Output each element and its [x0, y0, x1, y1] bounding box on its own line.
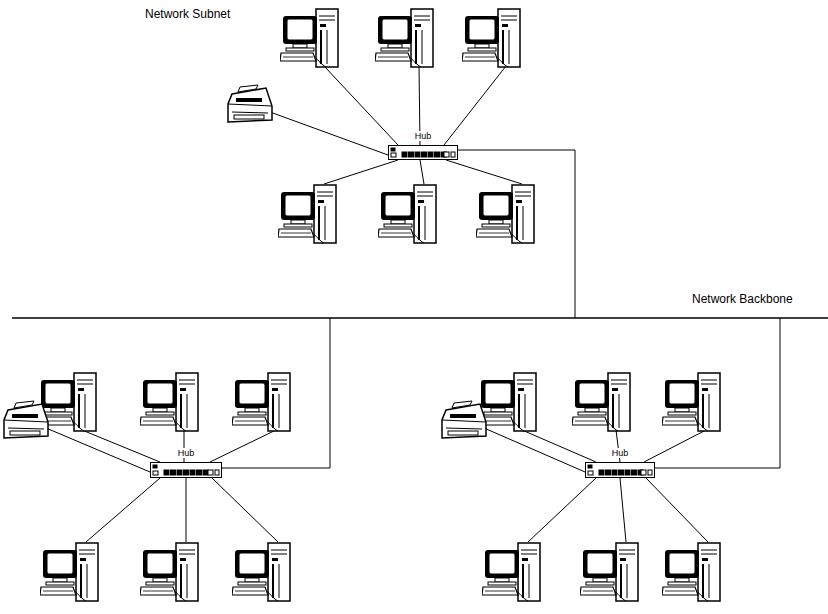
- hub-label-row: Hub: [388, 131, 458, 142]
- hub-body: [150, 462, 222, 478]
- hub-label-row: Hub: [150, 448, 222, 459]
- network-hub: Hub: [150, 448, 222, 478]
- hub-label: Hub: [176, 448, 197, 458]
- network-hub: Hub: [585, 448, 655, 478]
- backbone-and-links: [12, 150, 828, 468]
- hub-label-row: Hub: [585, 448, 655, 459]
- network-label: Network Backbone: [690, 292, 795, 306]
- network-label: Network Subnet: [143, 7, 232, 21]
- network-hub: Hub: [388, 131, 458, 160]
- hub-label: Hub: [413, 131, 434, 141]
- network-cables: [46, 66, 708, 542]
- computers: [38, 9, 720, 601]
- hub-body: [585, 462, 655, 478]
- printers: [4, 85, 486, 438]
- hub-label: Hub: [610, 448, 631, 458]
- hub-body: [388, 145, 458, 160]
